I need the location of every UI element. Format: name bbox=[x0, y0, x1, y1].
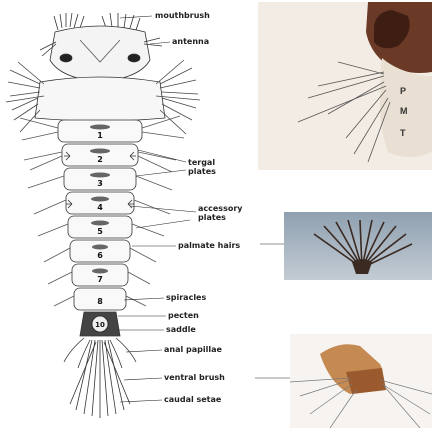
photo-terminal-segment bbox=[290, 334, 432, 428]
segment-number-4: 4 bbox=[97, 203, 103, 212]
segment-number-7: 7 bbox=[97, 275, 103, 284]
label-accessory-plates: accessory plates bbox=[198, 204, 243, 222]
segment-number-6: 6 bbox=[97, 251, 103, 260]
label-saddle: saddle bbox=[166, 326, 196, 334]
thorax-letter-p: P bbox=[400, 86, 406, 96]
segment-number-1: 1 bbox=[97, 131, 103, 140]
label-tergal-plates: tergal plates bbox=[188, 158, 216, 176]
eye-right bbox=[128, 54, 140, 62]
segment-number-3: 3 bbox=[97, 179, 103, 188]
label-caudal-setae: caudal setae bbox=[164, 396, 221, 404]
label-spiracles: spiracles bbox=[166, 294, 206, 302]
segment-number-5: 5 bbox=[97, 227, 103, 236]
photo-palmate-hair bbox=[284, 212, 432, 280]
label-ventral-brush: ventral brush bbox=[164, 374, 225, 382]
segment-number-8: 8 bbox=[97, 297, 103, 306]
thorax-letter-t: T bbox=[400, 128, 406, 138]
thorax-letter-m: M bbox=[400, 106, 408, 116]
eye-left bbox=[60, 54, 72, 62]
thorax bbox=[35, 77, 165, 121]
label-palmate-hairs: palmate hairs bbox=[178, 242, 240, 250]
label-pecten: pecten bbox=[168, 312, 199, 320]
segment-number-10: 10 bbox=[95, 321, 105, 329]
photo-head-thorax: P M T bbox=[258, 2, 432, 170]
ventral-brush bbox=[70, 340, 130, 418]
label-mouthbrush: mouthbrush bbox=[155, 12, 210, 20]
label-anal-papillae: anal papillae bbox=[164, 346, 222, 354]
segment-number-2: 2 bbox=[97, 155, 103, 164]
label-antenna: antenna bbox=[172, 38, 209, 46]
